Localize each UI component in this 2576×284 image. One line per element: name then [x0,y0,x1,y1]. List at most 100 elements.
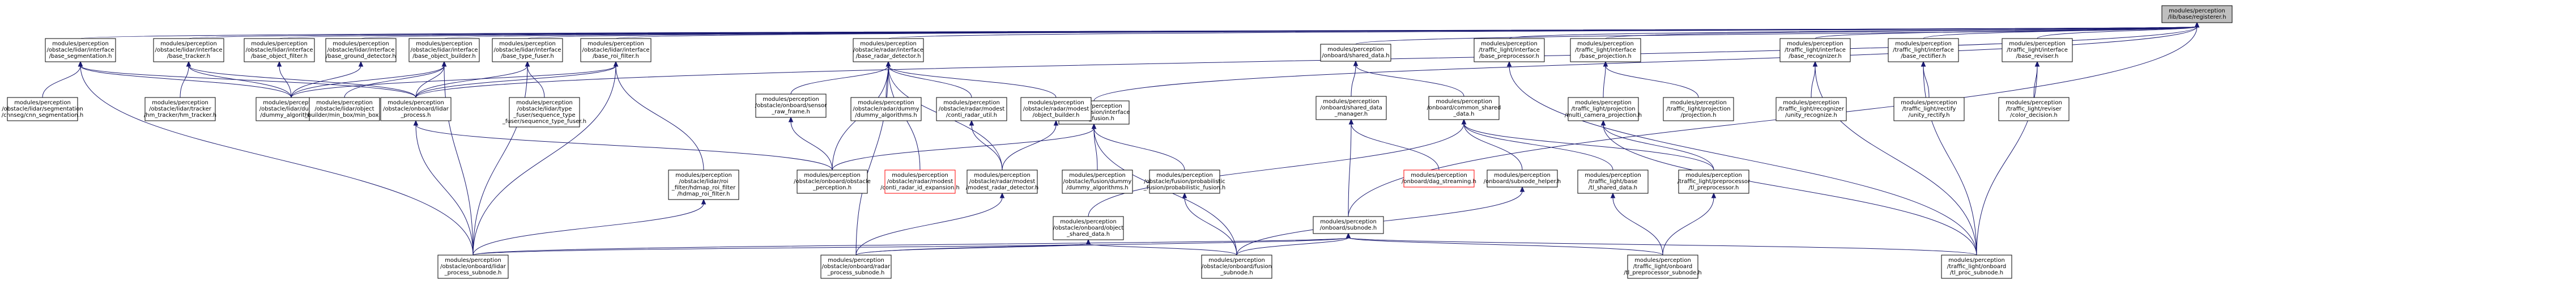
node-box[interactable] [797,169,868,194]
node-radar-if[interactable]: modules/perception/obstacle/radar/interf… [853,38,924,62]
node-fusion-dummy[interactable]: modules/perception/obstacle/fusion/dummy… [1062,169,1133,194]
node-obj-builder[interactable]: modules/perception/obstacle/radar/modest… [1020,97,1092,121]
node-box[interactable] [1998,97,2070,121]
node-box[interactable] [1428,96,1500,120]
node-lidar-process[interactable]: modules/perception/obstacle/onboard/lida… [380,97,452,121]
node-radar-dummy[interactable]: modules/perception/obstacle/radar/dummy/… [850,97,922,121]
node-conti-util[interactable]: modules/perception/obstacle/radar/modest… [936,97,1007,121]
node-tl-recog-if[interactable]: modules/perception/traffic_light/interfa… [1779,38,1851,62]
node-tl-pre-sub[interactable]: modules/perception/traffic_light/onboard… [1624,255,1702,279]
node-box[interactable] [884,169,956,194]
node-obuilder-if[interactable]: modules/perception/obstacle/lidar/interf… [408,38,480,62]
node-subnode-helper[interactable]: modules/perception/onboard/subnode_helpe… [1484,169,1561,188]
node-box[interactable] [820,255,892,279]
node-tl-pre-if[interactable]: modules/perception/traffic_light/interfa… [1474,38,1545,62]
node-box[interactable] [1313,216,1384,234]
node-lidar-sub[interactable]: modules/perception/obstacle/onboard/lida… [437,255,509,279]
node-box[interactable] [668,169,739,200]
node-sd-manager[interactable]: modules/perception/onboard/shared_data_m… [1315,96,1387,120]
node-box[interactable] [2161,5,2233,23]
node-tfuser-if[interactable]: modules/perception/obstacle/lidar/interf… [492,38,563,62]
node-root[interactable]: modules/perception/lib/base/registerer.h [2161,5,2233,23]
node-box[interactable] [1941,255,2012,279]
node-tl-rev-if[interactable]: modules/perception/traffic_light/interfa… [2002,38,2073,62]
node-box[interactable] [1678,169,1749,194]
node-multi-cam[interactable]: modules/perception/traffic_light/project… [1565,97,1642,121]
node-box[interactable] [7,97,78,121]
node-box[interactable] [380,97,452,121]
node-box[interactable] [850,97,922,121]
node-box[interactable] [325,38,397,62]
node-common-shared[interactable]: modules/perception/onboard/common_shared… [1427,96,1501,120]
node-sensor-raw[interactable]: modules/perception/obstacle/onboard/sens… [755,94,828,118]
node-box[interactable] [755,94,827,118]
node-box[interactable] [437,255,509,279]
node-obj-shared[interactable]: modules/perception/obstacle/onboard/obje… [1053,216,1124,240]
node-seg-if[interactable]: modules/perception/obstacle/lidar/interf… [45,38,116,62]
node-box[interactable] [1315,96,1387,120]
node-box[interactable] [1775,97,1847,121]
node-box[interactable] [1149,169,1220,194]
node-box[interactable] [936,97,1007,121]
node-box[interactable] [1062,169,1133,194]
node-box[interactable] [1779,38,1851,62]
node-hdmap-roi[interactable]: modules/perception/obstacle/lidar/roi_fi… [668,169,739,200]
edge-arrowhead [525,61,530,67]
node-box[interactable] [144,97,216,121]
node-box[interactable] [1888,38,1959,62]
node-box[interactable] [1020,97,1092,121]
node-shared-data[interactable]: modules/perception/onboard/shared_data.h [1320,44,1391,62]
node-box[interactable] [309,97,380,121]
node-box[interactable] [1053,216,1124,240]
node-hm-tracker[interactable]: modules/perception/obstacle/lidar/tracke… [144,97,216,121]
node-tl-proc-sub[interactable]: modules/perception/traffic_light/onboard… [1941,255,2012,279]
node-box[interactable] [1403,169,1475,188]
node-box[interactable] [492,38,563,62]
node-tl-base-shared[interactable]: modules/perception/traffic_light/base/tl… [1577,169,1649,194]
node-ofilter-if[interactable]: modules/perception/obstacle/lidar/interf… [244,38,315,62]
node-radar-sub[interactable]: modules/perception/obstacle/onboard/rada… [820,255,892,279]
node-prob-fusion[interactable]: modules/perception/obstacle/fusion/proba… [1143,169,1225,194]
node-box[interactable] [509,97,580,128]
node-tl-rect-if[interactable]: modules/perception/traffic_light/interfa… [1888,38,1959,62]
node-roi-if[interactable]: modules/perception/obstacle/lidar/interf… [580,38,652,62]
node-box[interactable] [408,38,480,62]
node-box[interactable] [1474,38,1545,62]
node-box[interactable] [1487,169,1558,188]
node-box[interactable] [1893,97,1965,121]
node-box[interactable] [1320,44,1391,62]
node-fusion-sub[interactable]: modules/perception/obstacle/onboard/fusi… [1201,255,1272,279]
node-cnn-seg[interactable]: modules/perception/obstacle/lidar/segmen… [2,97,83,121]
node-projection[interactable]: modules/perception/traffic_light/project… [1663,97,1734,121]
node-ground-if[interactable]: modules/perception/obstacle/lidar/interf… [325,38,397,62]
node-box[interactable] [580,38,652,62]
node-box[interactable] [45,38,116,62]
node-min-box[interactable]: modules/perception/obstacle/lidar/object… [304,97,384,121]
node-obs-perc[interactable]: modules/perception/obstacle/onboard/obst… [794,169,871,194]
node-color-dec[interactable]: modules/perception/traffic_light/reviser… [1998,97,2070,121]
node-subnode[interactable]: modules/perception/onboard/subnode.h [1313,216,1384,234]
node-box[interactable] [1568,97,1639,121]
node-box[interactable] [2002,38,2073,62]
node-label-line: modules/perception [804,172,861,179]
node-box[interactable] [853,38,924,62]
node-modest-det[interactable]: modules/perception/obstacle/radar/modest… [966,169,1039,194]
node-conti-exp[interactable]: modules/perception/obstacle/radar/modest… [880,169,960,194]
node-unity-recog[interactable]: modules/perception/traffic_light/recogni… [1775,97,1847,121]
node-box[interactable] [1201,255,1272,279]
node-seq-type-fuser[interactable]: modules/perception/obstacle/lidar/type_f… [502,97,586,128]
node-dag-stream[interactable]: modules/perception/onboard/dag_streaming… [1402,169,1476,188]
node-box[interactable] [1570,38,1641,62]
node-box[interactable] [244,38,315,62]
node-box[interactable] [1577,169,1649,194]
node-box[interactable] [1627,255,1698,279]
node-box[interactable] [966,169,1038,194]
node-box[interactable] [1663,97,1734,121]
node-unity-rect[interactable]: modules/perception/traffic_light/rectify… [1893,97,1965,121]
node-tl-prep[interactable]: modules/perception/traffic_light/preproc… [1677,169,1751,194]
node-box[interactable] [153,38,224,62]
node-trk-if[interactable]: modules/perception/obstacle/lidar/interf… [153,38,224,62]
node-tl-proj-if[interactable]: modules/perception/traffic_light/interfa… [1570,38,1641,62]
node-label-line: modules/perception [1320,219,1377,225]
